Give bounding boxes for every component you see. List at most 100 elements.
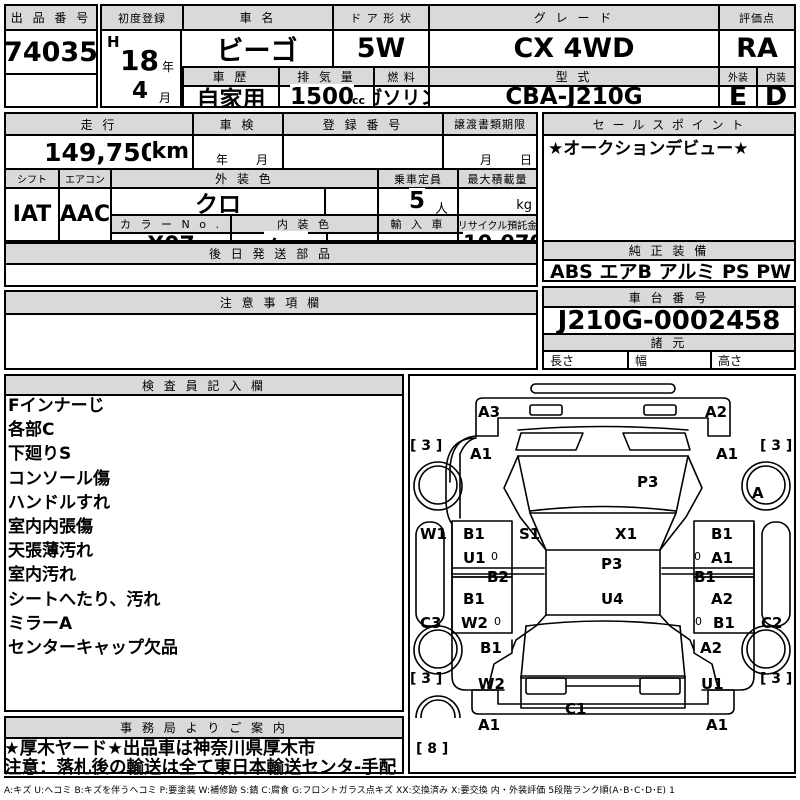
damage-mark-right-rear-quarter-u1: U1 xyxy=(701,675,724,693)
aircon-label: エアコン xyxy=(58,168,110,187)
exterior-color-value: クロ xyxy=(110,187,324,214)
damage-mark-rear-bumper-left-a1: A1 xyxy=(478,716,501,734)
damage-mark-right-mirror-c2: C2 xyxy=(761,614,783,632)
inspector-notes-box: 検 査 員 記 入 欄 xyxy=(4,374,404,712)
damage-mark-left-rear-quarter-w2: W2 xyxy=(478,675,505,693)
damage-mark-windshield-p3: P3 xyxy=(601,555,623,573)
damage-mark-left-rear-door-w2: W2 xyxy=(461,614,488,632)
damage-mark-left-rear-door-b1: B1 xyxy=(463,590,485,608)
damage-mark-top-right-bracket: [ 3 ] xyxy=(760,438,793,454)
inspector-note-line: 室内汚れ xyxy=(8,565,76,586)
reg-month: 4 xyxy=(132,78,149,104)
transfer-doc-cell: 月 日 xyxy=(442,134,536,168)
damage-mark-right-rear-door-a2: A2 xyxy=(711,590,734,608)
damage-mark-spare-tire-bracket: [ 8 ] xyxy=(416,741,449,757)
damage-mark-right-front-door-b1: B1 xyxy=(711,525,733,543)
office-notice-text: ★厚木ヤード★出品車は神奈川県厚木市 注意：落札後の輸送は全て東日本輸送センタ-… xyxy=(4,740,404,778)
exterior-grade-label: 外装 xyxy=(718,66,756,85)
height-label: 高さ xyxy=(710,350,794,368)
capacity-unit: 人 xyxy=(435,202,449,217)
damage-mark-bot-right-bracket: [ 3 ] xyxy=(760,671,793,687)
inspector-note-line: ミラーA xyxy=(8,613,73,634)
damage-mark-trunk-c1: C1 xyxy=(565,700,587,718)
damage-mark-left-rear-door-w2-z: 0 xyxy=(494,615,501,628)
damage-mark-front-right-fender-a1: A1 xyxy=(716,445,739,463)
damage-mark-left-pillar-b2: B2 xyxy=(487,568,509,586)
interior-color-cell: クロ 系 xyxy=(230,231,326,240)
score-label: 評価点 xyxy=(718,6,794,29)
lot-number-value: 74035 xyxy=(6,29,96,73)
damage-mark-right-rear-door-b1-z: 0 xyxy=(695,615,702,628)
chassis-label: 車 台 番 号 xyxy=(544,288,794,306)
model-code-value: CBA-J210G xyxy=(428,85,718,106)
sales-point-box: セ ー ル ス ポ イ ン ト 純 正 装 備 ABS エアB アルミ PS P… xyxy=(542,112,796,282)
inspector-note-line: センターキャップ欠品 xyxy=(8,638,178,659)
capacity-value: 5 xyxy=(409,188,426,214)
legend-divider xyxy=(4,776,796,778)
score-value: RA xyxy=(718,29,794,66)
damage-mark-left-mirror-w1: W1 xyxy=(420,525,447,543)
inspector-label: 検 査 員 記 入 欄 xyxy=(6,376,402,394)
interior-grade-value: D xyxy=(756,85,794,106)
shaken-label: 車 検 xyxy=(192,114,282,134)
sales-point-label: セ ー ル ス ポ イ ン ト xyxy=(544,114,794,134)
sales-point-value: ★オークションデビュー★ xyxy=(548,139,749,159)
inspector-note-line: シートへたり、汚れ xyxy=(8,589,161,610)
history-label: 車 歴 xyxy=(182,66,278,85)
model-code-label: 型 式 xyxy=(428,66,718,85)
inspector-note-line: 天張薄汚れ xyxy=(8,541,93,562)
displacement-cell: 1500 cc xyxy=(278,84,373,107)
damage-mark-right-rear-fender-a2: A2 xyxy=(700,639,723,657)
interior-grade-label: 内装 xyxy=(756,66,794,85)
damage-mark-roof-right-a2: A2 xyxy=(705,403,728,421)
sales-point-body xyxy=(544,134,794,240)
interior-color-extra xyxy=(326,232,377,240)
office-label: 事 務 局 よ り ご 案 内 xyxy=(6,718,402,737)
lot-number-box: 出 品 番 号 74035 xyxy=(4,4,98,108)
damage-mark-top-left-bracket: [ 3 ] xyxy=(410,438,443,454)
grade-label: グ レ ー ド xyxy=(428,6,718,29)
later-parts-value xyxy=(6,263,536,285)
reg-year-unit: 年 xyxy=(162,60,175,74)
length-label: 長さ xyxy=(544,350,627,368)
lot-number-spare xyxy=(6,73,96,106)
damage-mark-left-front-door-u1-z: 0 xyxy=(491,550,498,563)
damage-mark-left-mirror-c3: C3 xyxy=(420,614,442,632)
transfer-day-unit: 日 xyxy=(520,153,533,167)
shaken-year-unit: 年 xyxy=(216,153,229,167)
vehicle-outline-svg xyxy=(413,383,791,718)
office-notice-area xyxy=(6,737,402,772)
mileage-cell: 149,750 km xyxy=(6,134,192,168)
damage-mark-left-rear-fender-b1: B1 xyxy=(480,639,502,657)
registration-number-label: 登 録 番 号 xyxy=(282,114,442,134)
damage-mark-left-front-door-b1: B1 xyxy=(463,525,485,543)
damage-mark-right-front-wheel-a: A xyxy=(752,484,764,502)
car-name-label: 車 名 xyxy=(182,6,332,29)
mileage-value: 149,750 xyxy=(44,138,158,167)
later-parts-label: 後 日 発 送 部 品 xyxy=(6,244,536,263)
damage-mark-right-pillar-b1: B1 xyxy=(694,568,716,586)
reg-year: 18 xyxy=(120,44,159,77)
transfer-month-unit: 月 xyxy=(480,153,493,167)
recycle-cell: 10,070 円 xyxy=(457,231,536,240)
office-notice-line2: 注意：落札後の輸送は全て東日本輸送センタ-手配 xyxy=(4,758,397,778)
door-shape-label: ド ア 形 状 xyxy=(332,6,428,29)
fuel-value: ガソリン xyxy=(373,85,428,106)
interior-color-label: 内 装 色 xyxy=(230,214,377,232)
max-load-unit: kg xyxy=(516,198,532,213)
displacement-unit: cc xyxy=(352,94,366,107)
office-notice-line1: ★厚木ヤード★出品車は神奈川県厚木市 xyxy=(4,739,316,759)
notice-label: 注 意 事 項 欄 xyxy=(6,292,536,313)
inspector-note-line: ハンドルすれ xyxy=(8,492,110,513)
shaken-cell: 年 月 xyxy=(192,134,282,168)
shift-value: IAT xyxy=(6,187,58,240)
color-no-value: X07 xyxy=(110,232,230,240)
chassis-number-value: J210G-0002458 xyxy=(544,306,794,333)
exterior-grade-value: E xyxy=(718,85,756,106)
reg-era: H xyxy=(107,33,120,51)
door-shape-value: 5W xyxy=(332,29,428,66)
inspector-note-line: コンソール傷 xyxy=(8,468,110,489)
spec-table: 走 行 車 検 登 録 番 号 譲渡書類期限 149,750 km 年 月 月 … xyxy=(4,112,538,242)
